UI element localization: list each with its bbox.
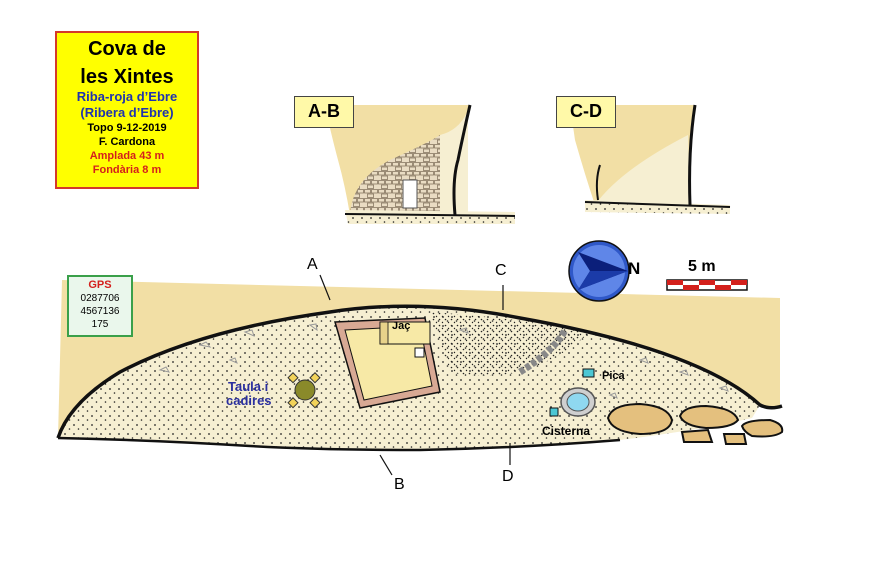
cave-name-line2: les Xintes [80,66,174,88]
gps-line1: 0287706 [80,293,120,304]
pica [582,368,595,378]
gps-label: GPS [88,279,112,291]
label-pica: Pica [602,370,625,382]
place-line1: Riba-roja d’Ebre [76,89,178,104]
label-cisterna: Cisterna [542,424,591,438]
author: F. Cardona [98,136,156,148]
marker-d: D [502,468,514,485]
survey-date: Topo 9-12-2019 [87,122,167,134]
rock-band [58,280,780,438]
stone-arc [518,328,569,375]
cave-width: Amplada 43 m [89,150,165,162]
cisterna [549,387,596,417]
label-table-line1: Taula i [228,379,269,394]
marker-a: A [307,256,318,273]
title-box: Cova de les Xintes Riba-roja d’Ebre (Rib… [55,31,199,189]
building [334,317,441,409]
boulders [606,402,784,445]
scale-bar [666,279,748,291]
label-table-line2: cadires [226,393,272,408]
marker-c: C [495,262,507,279]
gps-line2: 4567136 [80,306,120,317]
compass-north-letter: N [628,259,641,278]
gravel-zone [430,312,590,376]
section-ab-drawing [325,104,516,224]
place-line2: (Ribera d’Ebre) [80,105,174,120]
table-chairs [287,372,321,409]
cave-name-line1: Cova de [88,38,166,60]
gps-line3: 175 [91,319,109,330]
scattered-blocks [158,323,729,399]
gps-box: GPS 0287706 4567136 175 [67,275,133,337]
marker-b: B [394,476,405,493]
cave-outline [56,304,783,439]
section-cd-drawing [570,104,731,214]
cave-depth: Fondària 8 m [92,164,162,176]
section-ab-label: A-B [294,96,354,128]
label-jac: Jaç [392,320,411,332]
section-lines [319,274,511,476]
north-compass-icon [568,240,630,302]
scale-label: 5 m [688,258,716,275]
section-cd-label: C-D [556,96,616,128]
